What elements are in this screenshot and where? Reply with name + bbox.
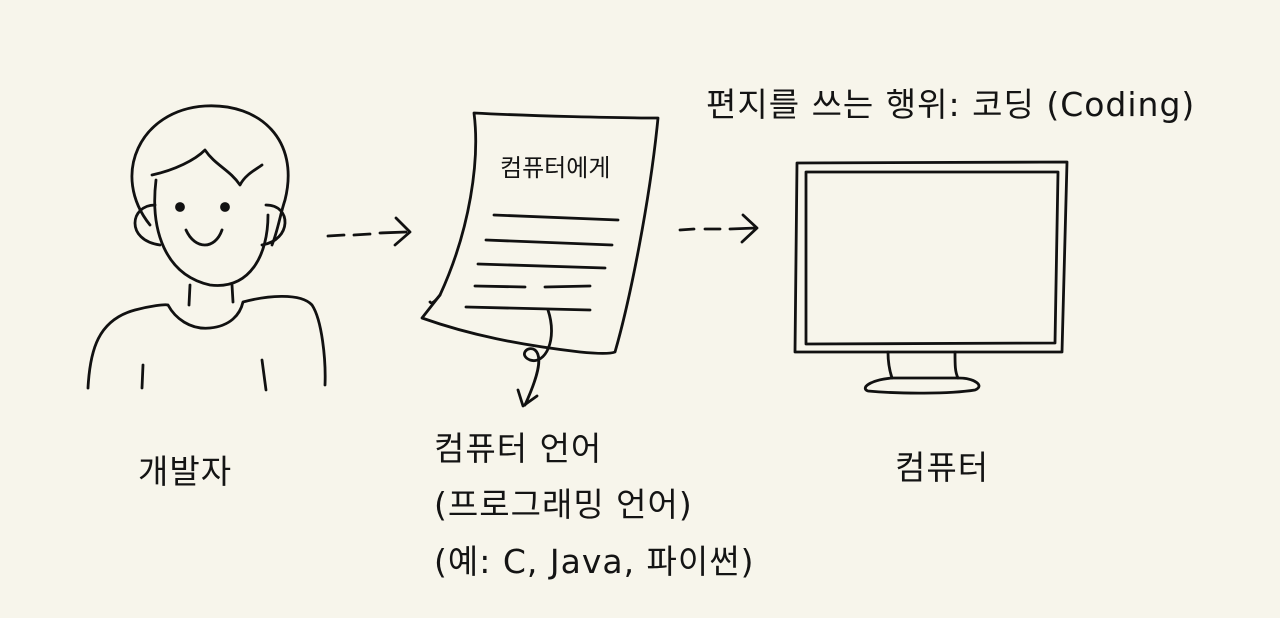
computer-label: 컴퓨터	[895, 448, 990, 487]
letter-line-4	[473, 284, 592, 289]
monitor-inner-screen	[804, 170, 1060, 346]
developer-label: 개발자	[138, 452, 233, 491]
language-examples-label: (예: C, Java, 파이썬)	[434, 542, 755, 581]
letter-line-2	[484, 238, 614, 247]
dashed-arrow-icon	[326, 216, 412, 247]
person-left-eye	[175, 202, 185, 212]
language-pointer-head	[516, 388, 539, 408]
person-right-arm-line	[260, 358, 268, 392]
dashed-arrow-icon	[678, 213, 759, 244]
person-right-eye	[220, 202, 230, 212]
letter-document-icon	[420, 111, 660, 408]
monitor-stand-base	[863, 376, 981, 395]
letter-line-5	[464, 305, 592, 312]
letter-outline	[420, 111, 660, 355]
letter-fold	[428, 293, 442, 305]
person-body	[86, 295, 327, 390]
person-left-ear	[133, 203, 162, 247]
coding-title: 편지를 쓰는 행위: 코딩 (Coding)	[706, 85, 1196, 124]
language-pointer	[523, 308, 553, 407]
person-smiling-icon	[86, 104, 327, 392]
programming-language-label: (프로그래밍 언어)	[434, 485, 693, 524]
letter-line-1	[492, 213, 620, 222]
monitor-stand-neck	[886, 350, 960, 380]
monitor-outer-frame	[793, 160, 1069, 354]
person-face	[153, 178, 270, 287]
person-smile	[184, 228, 224, 247]
computer-language-label: 컴퓨터 언어	[434, 429, 603, 468]
letter-line-3	[476, 262, 607, 270]
person-right-ear	[260, 203, 287, 247]
letter-heading: 컴퓨터에게	[500, 154, 610, 182]
person-neck	[187, 283, 235, 307]
person-fringe	[150, 148, 264, 187]
person-left-arm-line	[140, 363, 145, 390]
monitor-icon	[793, 160, 1069, 395]
